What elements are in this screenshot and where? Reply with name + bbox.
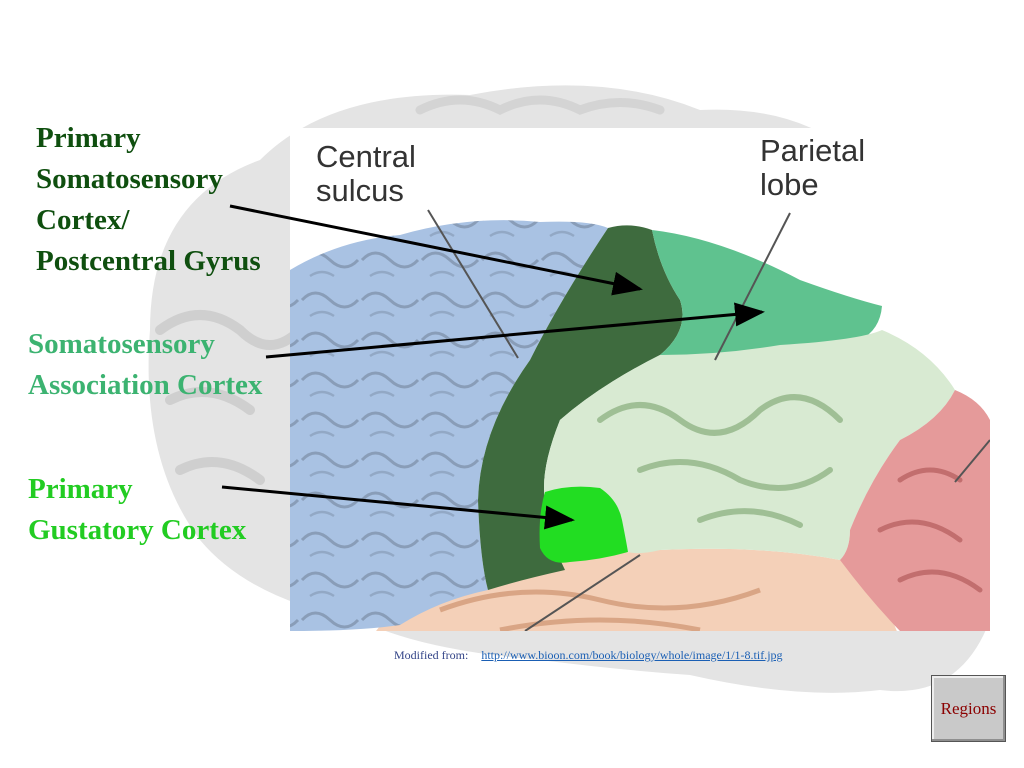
frontal-lobe-folds <box>290 220 608 631</box>
arrow-somatosensory-association <box>265 302 765 359</box>
background-brain-top-folds <box>415 95 665 116</box>
primary-gustatory-label: Primary Gustatory Cortex <box>28 469 246 551</box>
central-sulcus-line-1: Central <box>316 139 416 174</box>
temporal-leader <box>524 554 641 631</box>
primary-somatosensory-label: Primary Somatosensory Cortex/ Postcentra… <box>36 118 261 282</box>
postcentral-gyrus <box>478 225 683 590</box>
central-sulcus-leader <box>427 209 519 359</box>
regions-button[interactable]: Regions <box>931 675 1006 742</box>
somatosensory-association-area <box>544 330 955 560</box>
parietal-lobe-line-2: lobe <box>760 167 819 202</box>
parietal-lobe-leader <box>714 212 791 361</box>
arrow-primary-gustatory <box>221 485 575 530</box>
somatosensory-association-line-1: Somatosensory <box>28 328 215 360</box>
association-folds <box>597 394 843 528</box>
credit-link[interactable]: http://www.bioon.com/book/biology/whole/… <box>481 648 783 662</box>
parietal-lobe-label: Parietal lobe <box>760 134 865 202</box>
arrow-primary-somatosensory <box>229 204 643 296</box>
background-brain-folds <box>155 310 305 485</box>
occipital-lobe <box>840 390 990 631</box>
parietal-lobe-line-1: Parietal <box>760 133 866 168</box>
somatosensory-association-line-2: Association Cortex <box>28 369 263 401</box>
central-sulcus-label: Central sulcus <box>316 140 416 208</box>
occipital-leader <box>954 439 990 483</box>
primary-somatosensory-line-2: Somatosensory <box>36 163 223 195</box>
somatosensory-association-label: Somatosensory Association Cortex <box>28 324 262 406</box>
primary-somatosensory-line-1: Primary <box>36 122 141 154</box>
temporal-lobe-folds <box>439 587 761 631</box>
temporal-lobe <box>376 548 897 631</box>
primary-somatosensory-line-4: Postcentral Gyrus <box>36 245 261 277</box>
primary-gustatory-line-2: Gustatory Cortex <box>28 514 247 546</box>
primary-gustatory-line-1: Primary <box>28 473 133 505</box>
image-credit: Modified from: http://www.bioon.com/book… <box>394 648 783 663</box>
credit-prefix: Modified from: <box>394 648 469 662</box>
central-sulcus-line-2: sulcus <box>316 173 404 208</box>
occipital-folds <box>877 467 983 593</box>
brain-regions-image <box>290 128 990 631</box>
parietal-lobe <box>652 230 882 357</box>
primary-somatosensory-line-3: Cortex/ <box>36 204 130 236</box>
